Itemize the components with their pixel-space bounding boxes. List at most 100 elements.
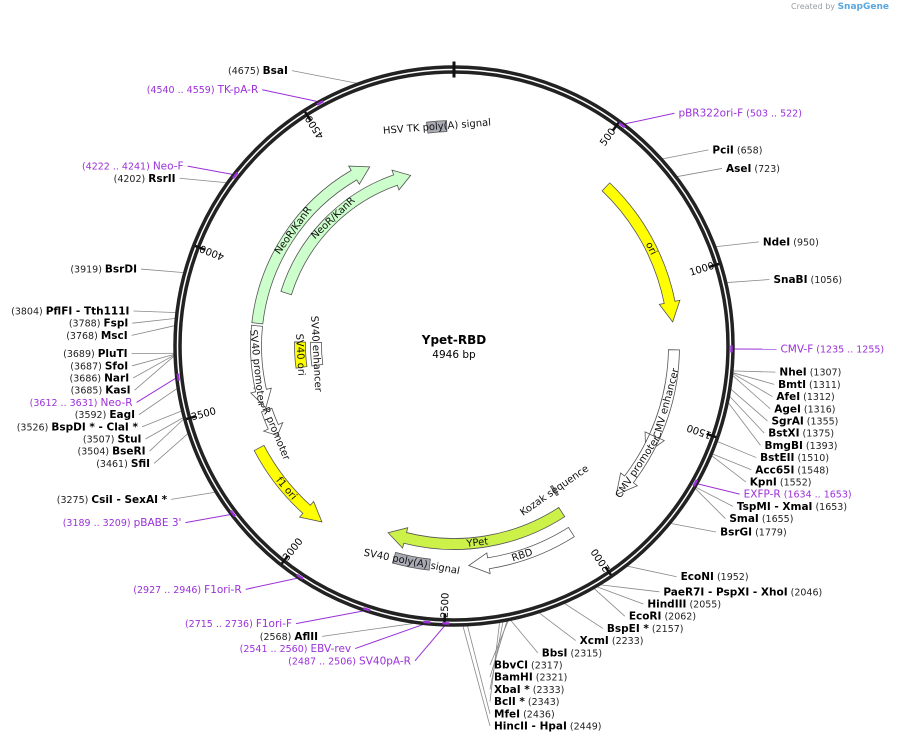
site-sfoi: (3687) SfoI [70,360,128,372]
tick-mark [185,415,197,421]
site-leader [466,624,491,714]
site-leader [131,324,177,336]
primer-mark [316,100,324,106]
snapgene-logo: SnapGene [837,2,889,12]
tick-mark [706,432,717,439]
site-kpni: KpnI (1552) [750,476,812,488]
site-leader [727,394,765,434]
tick-mark [280,554,289,565]
site-leader [145,416,185,440]
site-leader [731,370,776,373]
site-bsrgi: BsrGI (1779) [720,526,787,538]
primer-leader [136,376,178,403]
primer-mark [423,620,431,624]
site-leader [171,491,217,500]
site-csii-sexai: (3275) CsiI - SexAI * [57,494,168,506]
tick-label: 4500 [304,113,327,140]
site-bsrdi: (3919) BsrDI [70,264,137,276]
site-bspdi-clai: (3526) BspDI * - ClaI * [17,421,139,433]
site-leader [141,409,184,428]
site-kasi: (3685) KasI [71,385,131,397]
primer-leader [354,622,427,650]
site-ndei: NdeI (950) [763,236,819,248]
site-xbai: XbaI * (2333) [494,684,564,696]
site-fspi: (3788) FspI [69,318,128,330]
feature-label: CMV promoter [614,433,663,500]
primer-pbabe-3: (3189 .. 3209) pBABE 3' [63,517,182,529]
feature-sv40-promoter [250,324,272,409]
site-sgrai: SgrAI (1355) [771,415,838,427]
site-leader [133,310,178,314]
site-leader [322,622,421,637]
primer-leader [187,165,235,176]
site-bmgbi: BmgBI (1393) [764,440,837,452]
site-leader [509,618,539,654]
feature-f1-ori [253,444,323,523]
feature-label: SV40 enhancer [308,315,323,393]
primer-leader [414,624,447,662]
tick-label: 1000 [688,261,716,279]
site-afei: AfeI (1312) [776,391,834,403]
site-bcli: BclI * (2343) [494,696,560,708]
feature-label: SV40 promoter [247,329,266,406]
feature-hsv-tk-poly-a-signal [426,120,448,134]
feature-cmv-promoter [615,433,661,496]
site-leader [462,624,491,727]
primer-tk-pa-r: (4540 .. 4559) TK-pA-R [147,84,259,96]
site-nhei: NheI (1307) [779,367,841,379]
site-bmti: BmtI (1311) [778,379,840,391]
primer-f1ori-f: (2715 .. 2736) F1ori-F [185,618,292,630]
feature-label: SV40 ori [293,333,306,376]
primer-leader [295,609,367,625]
site-leader [537,611,576,641]
site-leader [725,279,770,284]
site-leaders [131,70,777,727]
snapgene-credit: Created by SnapGene [791,2,889,12]
site-leader [731,371,775,385]
feature-label: SV40 poly(A) signal [363,548,461,578]
site-bbvci: BbvCI (2317) [494,660,563,672]
site-leader [730,373,771,410]
tick-label: 3000 [281,536,305,563]
site-leader [715,440,757,458]
primer-leader [245,577,300,590]
site-bseri: (3504) BseRI [78,446,146,458]
primer-neo-r: (3612 .. 3631) Neo-R [30,397,133,409]
tick-label: 2000 [589,546,612,573]
site-leader [660,149,709,160]
site-leader [132,317,177,324]
site-leader [179,177,229,184]
primer-exfp-r: EXFP-R (1634 .. 1653) [744,489,852,501]
site-leader [714,241,759,248]
site-leader [592,587,626,617]
site-tspmi-xmai: TspMI - XmaI (1653) [737,501,847,513]
feature-ypet [387,506,566,550]
site-pcii: PciI (658) [712,144,762,156]
site-mfei: MfeI (2436) [494,708,555,720]
site-bbsi: BbsI (2315) [542,647,602,659]
primer-leader [262,89,320,103]
primer-sv40pa-r: (2487 .. 2506) SV40pA-R [288,655,411,667]
site-leader [489,620,501,702]
site-leader [140,268,186,274]
site-xcmi: XcmI (2233) [580,635,644,647]
site-bamhi: BamHI (2321) [494,672,567,684]
site-labels: pBR322ori-F (503 .. 522)PciI (658)AseI (… [11,65,884,732]
site-econi: EcoNI (1952) [681,571,749,583]
tick-mark [611,121,620,132]
tick-mark [303,111,312,121]
site-bspei: BspEI * (2157) [607,623,684,635]
plasmid-size: 4946 bp [432,349,476,361]
primer-mark [362,607,371,612]
primer-leader [622,112,675,125]
site-pluti: (3689) PluTI [63,348,127,360]
site-leader [149,417,186,452]
site-smai: SmaI (1655) [729,513,793,525]
tick-label: 2500 [440,592,452,618]
site-bstxi: BstXI (1375) [768,428,834,440]
feature-neor-kanr [251,165,371,325]
site-leader [675,168,723,178]
tick-label: 1500 [685,421,713,440]
primer-leader [185,513,233,524]
site-sfii: (3461) SfiI [96,458,150,470]
